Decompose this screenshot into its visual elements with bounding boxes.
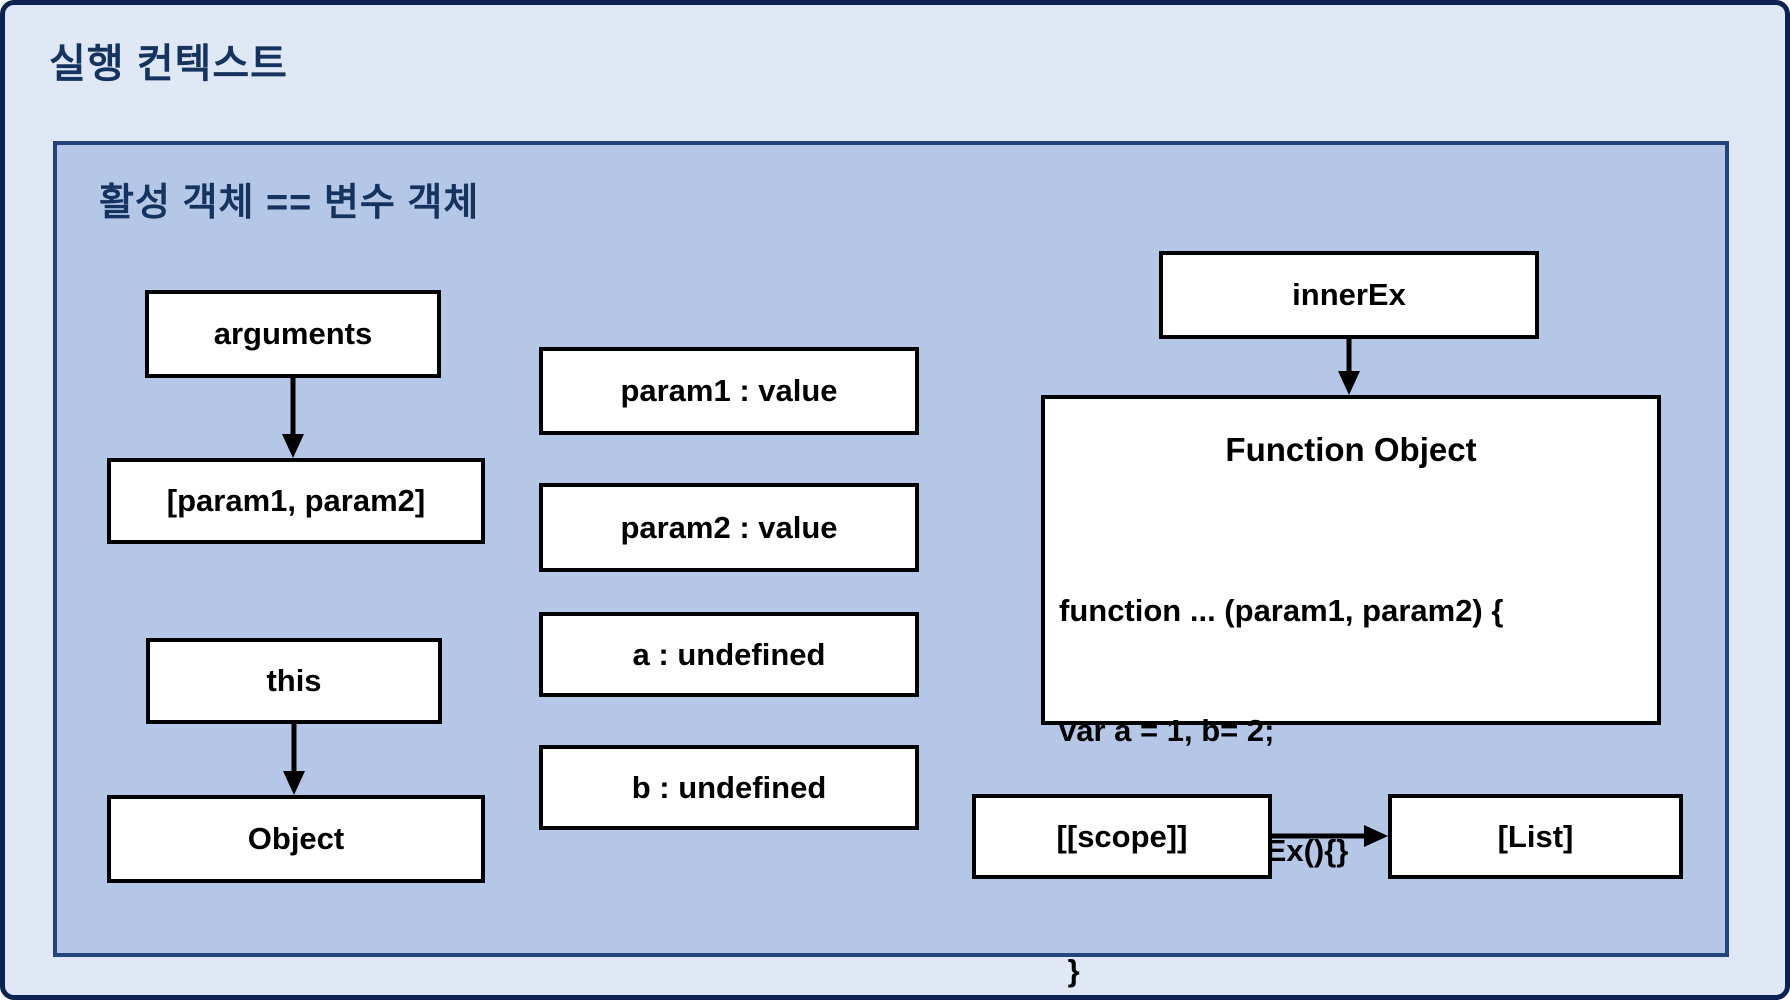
param-array-box: [param1, param2] — [107, 458, 485, 544]
panel-title: 활성 객체 == 변수 객체 — [99, 182, 480, 224]
arrow-arguments-to-param-array — [282, 378, 304, 458]
page-title: 실행 컨텍스트 — [49, 42, 288, 86]
arrow-innerex-to-function-object — [1338, 339, 1360, 395]
function-object-title: Function Object — [1225, 431, 1477, 468]
list-box: [List] — [1388, 794, 1683, 879]
param2-value-box: param2 : value — [539, 483, 919, 572]
arrow-scope-to-list — [1272, 825, 1388, 847]
variable-object-panel: 활성 객체 == 변수 객체 arguments [param1, param2… — [53, 141, 1729, 988]
arguments-box: arguments — [145, 290, 441, 378]
object-box: Object — [107, 795, 485, 883]
this-box: this — [146, 638, 442, 724]
param1-value-box: param1 : value — [539, 347, 919, 435]
function-object-code: function ... (param1, param2) { var a = … — [1059, 511, 1649, 995]
code-line: function ... (param1, param2) { — [1059, 593, 1504, 628]
a-undefined-box: a : undefined — [539, 612, 919, 697]
innerex-box: innerEx — [1159, 251, 1539, 339]
code-line: } — [1059, 953, 1080, 988]
arrow-this-to-object — [283, 724, 305, 795]
function-object-box: Function Object function ... (param1, pa… — [1041, 395, 1661, 988]
b-undefined-box: b : undefined — [539, 745, 919, 830]
code-line: var a = 1, b= 2; — [1059, 713, 1275, 748]
scope-box: [[scope]] — [972, 794, 1272, 879]
